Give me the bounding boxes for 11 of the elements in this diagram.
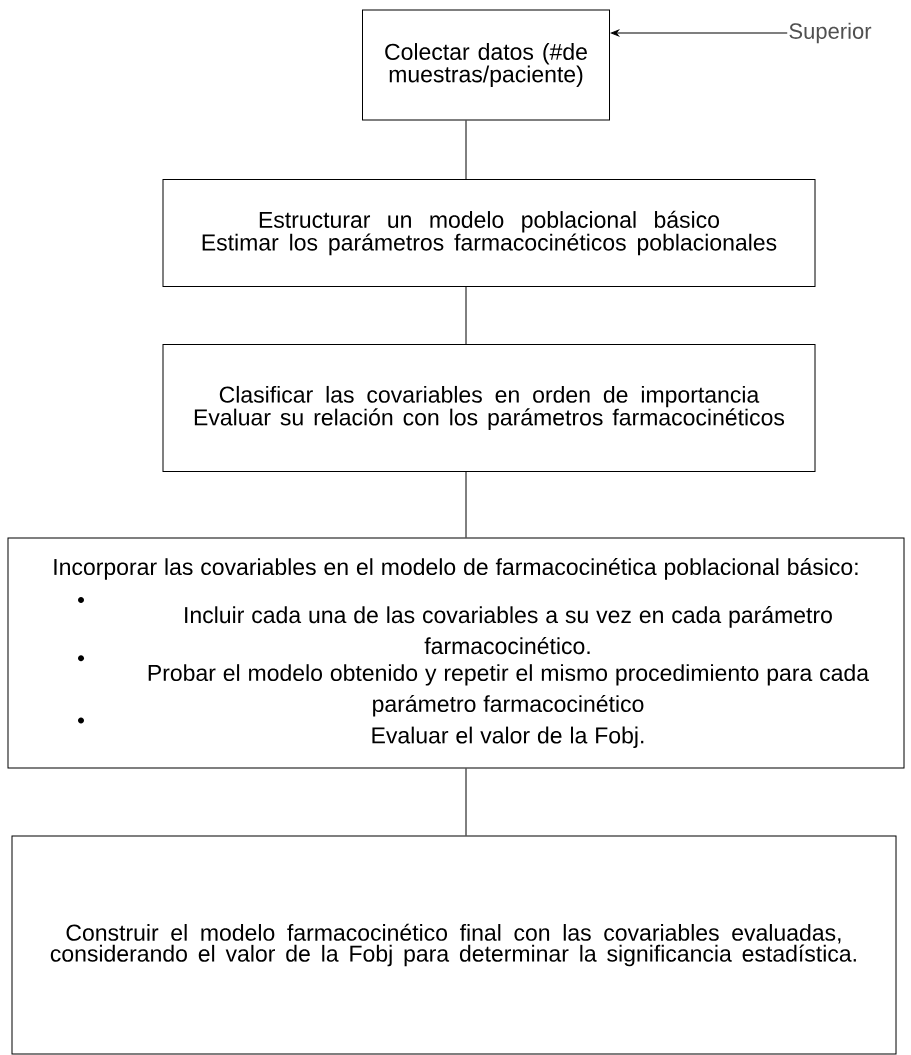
- process-box: Colectar datos (#de muestras/paciente): [362, 9, 610, 121]
- connector-line: [465, 120, 467, 180]
- connector-line: [465, 286, 467, 345]
- connector-line: [465, 768, 467, 836]
- process-box: Construir el modelo farmacocinético final con las covariables evaluadas, considerando el valor de la Fobj para determinar la significancia estadística.: [11, 835, 897, 1055]
- process-box: Incorporar las covariables en el modelo de farmacocinética poblacional básico: Incluir cada una de las covariables a su vez en cada parámetro farmacocinético. Probar el modelo obtenido y repetir el mismo procedimiento para cada parámetro farmacocinético Evaluar el valor de la Fobj.: [7, 537, 905, 769]
- process-box: Clasificar las covariables en orden de importancia Evaluar su relación con los parámetros farmacocinéticos: [162, 344, 816, 472]
- connector-line: [465, 471, 467, 538]
- side-label: Superior: [789, 22, 872, 44]
- process-box: Estructurar un modelo poblacional básico Estimar los parámetros farmacocinéticos poblacionales: [162, 179, 816, 287]
- arrow: [610, 29, 788, 37]
